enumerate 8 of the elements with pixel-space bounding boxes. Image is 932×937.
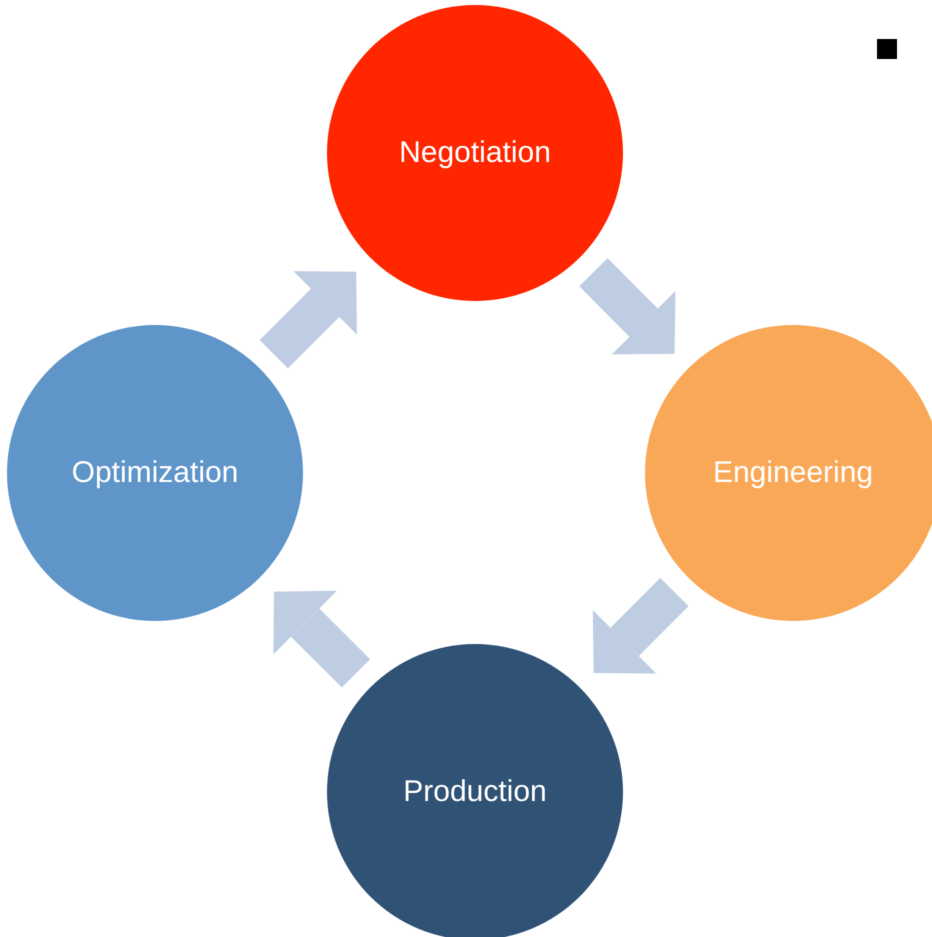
circle-label: Engineering bbox=[712, 456, 874, 490]
block-arrow bbox=[592, 578, 689, 674]
block-arrow bbox=[273, 590, 370, 688]
circle-label: Negotiation bbox=[399, 136, 551, 170]
circle-label: Production bbox=[403, 775, 547, 809]
block-arrow bbox=[579, 258, 676, 354]
circle-label: Optimization bbox=[72, 456, 238, 490]
block-arrow bbox=[260, 271, 357, 368]
